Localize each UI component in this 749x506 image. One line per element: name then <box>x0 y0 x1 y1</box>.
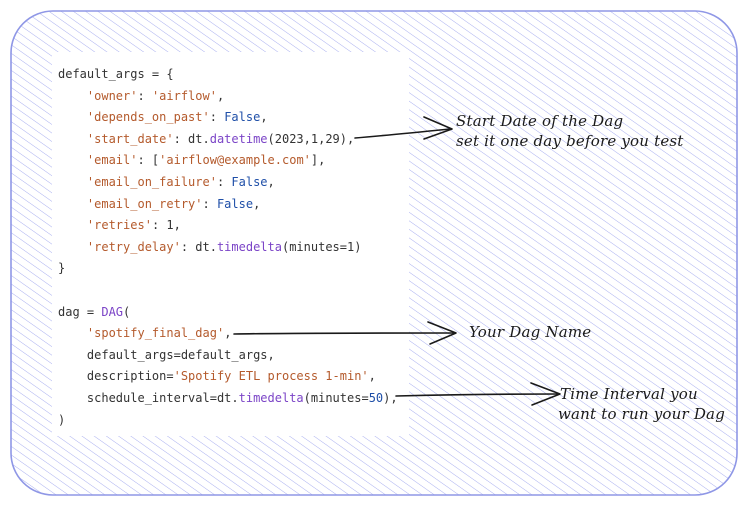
annotation-interval-line2: want to run your Dag <box>558 405 726 423</box>
code-line: 'start_date': dt.datetime(2023,1,29), <box>58 129 398 151</box>
code-line: default_args=default_args, <box>58 345 398 367</box>
code-token: , <box>267 174 275 189</box>
code-token: 'retries' <box>86 218 152 233</box>
code-line: 'depends_on_past': False, <box>58 107 398 129</box>
code-token: description= <box>58 369 174 384</box>
code-token: , <box>216 88 225 103</box>
code-line: } <box>58 258 398 280</box>
code-token: 'start_date' <box>86 131 174 146</box>
code-line: schedule_interval=dt.timedelta(minutes=5… <box>58 388 398 410</box>
code-token: 'airflow@example.com' <box>159 153 311 168</box>
code-token: 'retry_delay' <box>86 239 181 254</box>
code-line: description='Spotify ETL process 1-min', <box>58 366 398 388</box>
code-token: : <box>209 110 225 125</box>
code-token: , <box>368 369 376 384</box>
code-token: default_args = { <box>58 67 174 81</box>
code-line: 'email_on_failure': False, <box>58 172 398 194</box>
code-block: default_args = { 'owner': 'airflow', 'de… <box>58 64 398 431</box>
code-token: False <box>231 174 268 189</box>
code-token: (minutes=1) <box>281 239 362 254</box>
code-line: 'email': ['airflow@example.com'], <box>58 150 398 172</box>
code-token: ) <box>58 412 66 427</box>
arrow-dag-name <box>233 332 456 335</box>
arrow-start-date <box>354 128 451 139</box>
code-token: 'Spotify ETL process 1-min' <box>173 369 369 384</box>
code-token: 'airflow' <box>151 88 217 103</box>
code-token: default_args=default_args, <box>58 347 275 362</box>
code-token: : 1, <box>151 218 181 233</box>
code-token: 50 <box>368 390 384 405</box>
code-line: 'retries': 1, <box>58 215 398 237</box>
code-token: } <box>58 261 66 276</box>
code-token: timedelta <box>216 239 282 254</box>
code-token: , <box>224 326 232 341</box>
code-token: ), <box>383 390 398 405</box>
code-token: dag = <box>58 304 102 319</box>
code-line: dag = DAG( <box>58 302 398 324</box>
annotation-dag-name: Your Dag Name <box>469 323 592 341</box>
arrow-interval-head <box>530 382 561 406</box>
code-token: timedelta <box>238 390 304 405</box>
code-token: ], <box>310 153 326 168</box>
code-token: 'email_on_retry' <box>86 196 203 211</box>
code-token: : dt. <box>180 239 217 254</box>
code-line: 'email_on_retry': False, <box>58 194 398 216</box>
code-token: ( <box>123 304 131 319</box>
code-panel <box>52 52 409 436</box>
code-line: 'retry_delay': dt.timedelta(minutes=1) <box>58 237 398 259</box>
code-line: 'spotify_final_dag', <box>58 323 398 345</box>
annotation-start-date-line2: set it one day before you test <box>456 132 684 150</box>
code-token: : <box>216 174 232 189</box>
code-token: schedule_interval=dt. <box>58 390 239 405</box>
code-token: : dt. <box>173 131 210 146</box>
code-token: : [ <box>137 153 160 168</box>
code-token: (minutes= <box>303 390 369 405</box>
code-token: False <box>216 196 254 211</box>
code-token: 'spotify_final_dag' <box>86 326 225 341</box>
annotation-interval-line1: Time Interval you <box>560 385 698 403</box>
code-line: ) <box>58 410 398 432</box>
code-token: False <box>224 110 261 125</box>
arrow-dag-name-head <box>427 321 457 345</box>
annotation-start-date-line1: Start Date of the Dag <box>456 112 624 130</box>
code-token: DAG <box>101 304 124 319</box>
code-token: datetime <box>209 131 268 146</box>
code-token: , <box>253 196 261 211</box>
code-line: default_args = { <box>58 64 398 86</box>
code-token: : <box>137 88 152 103</box>
code-token: 'email_on_failure' <box>86 174 217 189</box>
arrow-start-date-head <box>423 116 453 140</box>
arrow-interval <box>395 393 559 397</box>
code-token: (2023,1,29), <box>267 131 355 146</box>
code-line: 'owner': 'airflow', <box>58 86 398 108</box>
code-token: 'owner' <box>86 88 138 103</box>
code-token: 'email' <box>86 153 138 168</box>
code-token: : <box>202 196 217 211</box>
code-token: 'depends_on_past' <box>86 110 210 125</box>
code-token: , <box>260 110 268 125</box>
